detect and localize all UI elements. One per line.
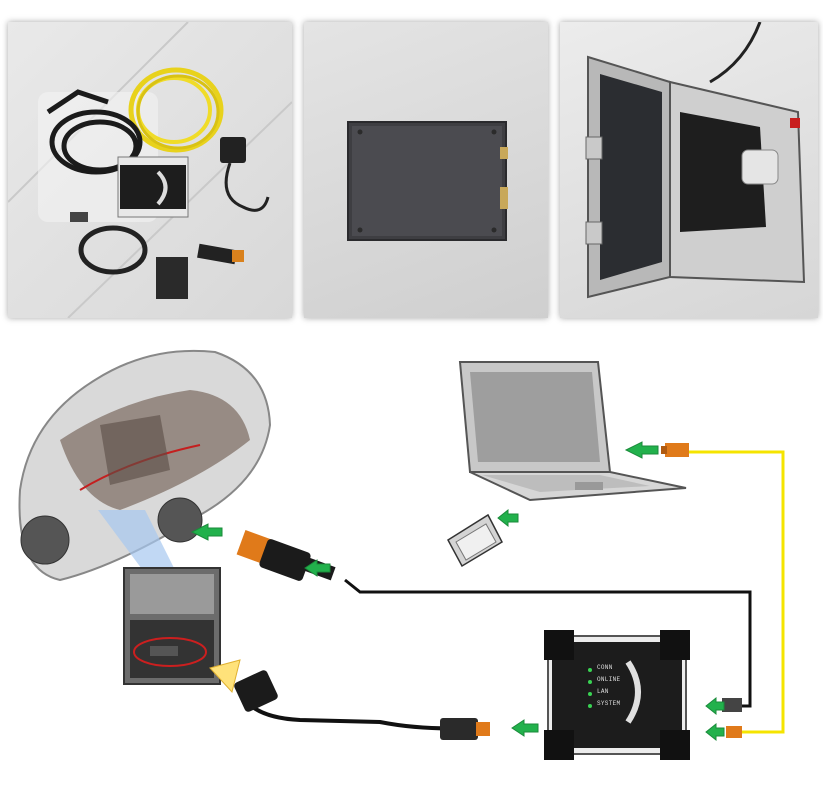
arrow-to-module-icon xyxy=(511,719,539,737)
obd-connector xyxy=(236,529,336,581)
arrow-module-lan-icon xyxy=(705,722,725,742)
module-label-system: SYSTEM xyxy=(597,700,621,707)
icom-module-illustration xyxy=(544,630,690,760)
yellow-cable-coil xyxy=(128,67,224,153)
black-obd-cable xyxy=(344,578,752,708)
ssd-photo xyxy=(304,22,548,318)
arrow-module-network-icon xyxy=(705,696,725,716)
car-illustration xyxy=(18,349,272,582)
network-cable xyxy=(70,212,148,275)
module-right-connectors xyxy=(722,698,742,738)
module-label-lan: LAN xyxy=(597,688,609,695)
obd-port-inset xyxy=(123,567,221,685)
power-adapter xyxy=(220,137,270,212)
rugged-laptop xyxy=(585,55,806,299)
arrow-to-laptop-icon xyxy=(624,441,659,459)
black-cable-coil xyxy=(46,89,143,175)
connection-diagram: CONN ONLINE LAN SYSTEM xyxy=(0,330,823,800)
module-label-online: ONLINE xyxy=(597,676,621,683)
obd-cable-connector xyxy=(234,670,490,740)
highlight-arrow xyxy=(209,659,241,694)
hard-drive-illustration xyxy=(447,513,503,568)
yellow-network-cable xyxy=(688,450,785,734)
arrow-to-obd-icon xyxy=(304,559,331,577)
accessories-photo xyxy=(8,22,292,318)
icom-module xyxy=(117,156,189,218)
arrow-to-harddrive-icon xyxy=(497,508,519,528)
obd-adapter xyxy=(197,243,244,265)
arrow-to-car-icon xyxy=(190,523,223,541)
callout-beam xyxy=(98,510,180,580)
laptop-photo xyxy=(560,22,818,318)
module-label-conn: CONN xyxy=(597,664,613,671)
ssd-small xyxy=(156,257,188,299)
network-connector xyxy=(661,443,689,457)
black-module-cable xyxy=(243,698,471,731)
laptop-illustration xyxy=(458,361,687,502)
ssd-drive xyxy=(347,121,508,241)
